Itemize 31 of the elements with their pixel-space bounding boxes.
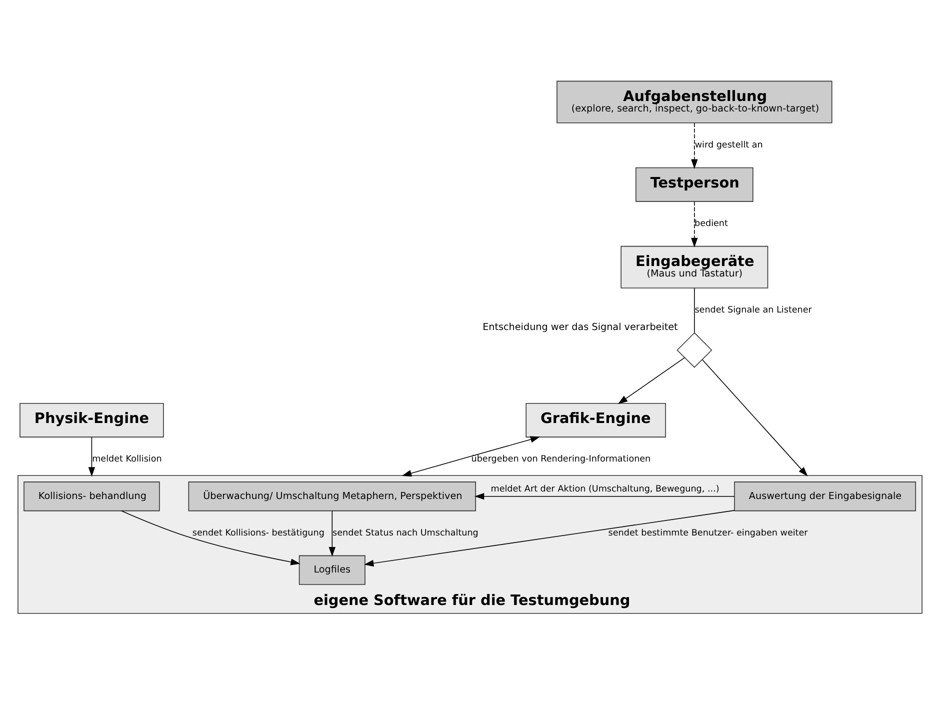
arrow bbox=[402, 436, 540, 476]
edge-label: sendet Signale an Listener bbox=[694, 306, 812, 316]
node-box: Eingabegeräte (Maus und Tastatur) bbox=[620, 246, 768, 288]
arrow bbox=[702, 359, 808, 476]
edge-label: wird gestellt an bbox=[694, 140, 763, 151]
node-label: Entscheidung wer das Signal verarbeitet bbox=[482, 322, 678, 334]
edge-label: übergeben von Rendering-Informationen bbox=[471, 454, 651, 465]
arrow bbox=[88, 436, 96, 477]
edge-label: sendet Status nach Umschaltung bbox=[332, 528, 478, 538]
node-box: Grafik-Engine bbox=[526, 403, 666, 438]
arrow bbox=[474, 493, 735, 500]
arrow bbox=[691, 122, 698, 169]
edge-label: sendet Kollisions- bestätigung bbox=[192, 528, 324, 538]
node-diamond bbox=[676, 332, 712, 368]
connector bbox=[694, 288, 695, 334]
node-box: Physik-Engine bbox=[20, 403, 164, 438]
arrow bbox=[328, 510, 336, 557]
node-box: Überwachung/ Umschaltung Metaphern, Perspektiven bbox=[188, 482, 476, 512]
node-box: Aufgabenstellung (explore, search, inspect, go-back-to-known-target) bbox=[556, 80, 832, 124]
edge-label: meldet Art der Aktion (Umschaltung, Bewegung, ...) bbox=[490, 484, 720, 494]
edge-label: bedient bbox=[694, 219, 728, 230]
arrow bbox=[364, 510, 735, 567]
arrow bbox=[691, 201, 698, 248]
node-box: Auswertung der Eingabesignale bbox=[734, 482, 916, 512]
arrow bbox=[618, 357, 685, 404]
edge-label: sendet bestimmte Benutzer- eingaben weiter bbox=[608, 528, 808, 538]
node-box: Testperson bbox=[636, 167, 754, 202]
edge-label: meldet Kollision bbox=[92, 454, 162, 465]
node-box: Kollisions- behandlung bbox=[24, 482, 160, 512]
arrow bbox=[121, 510, 300, 566]
node-box: Logfiles bbox=[298, 555, 366, 585]
